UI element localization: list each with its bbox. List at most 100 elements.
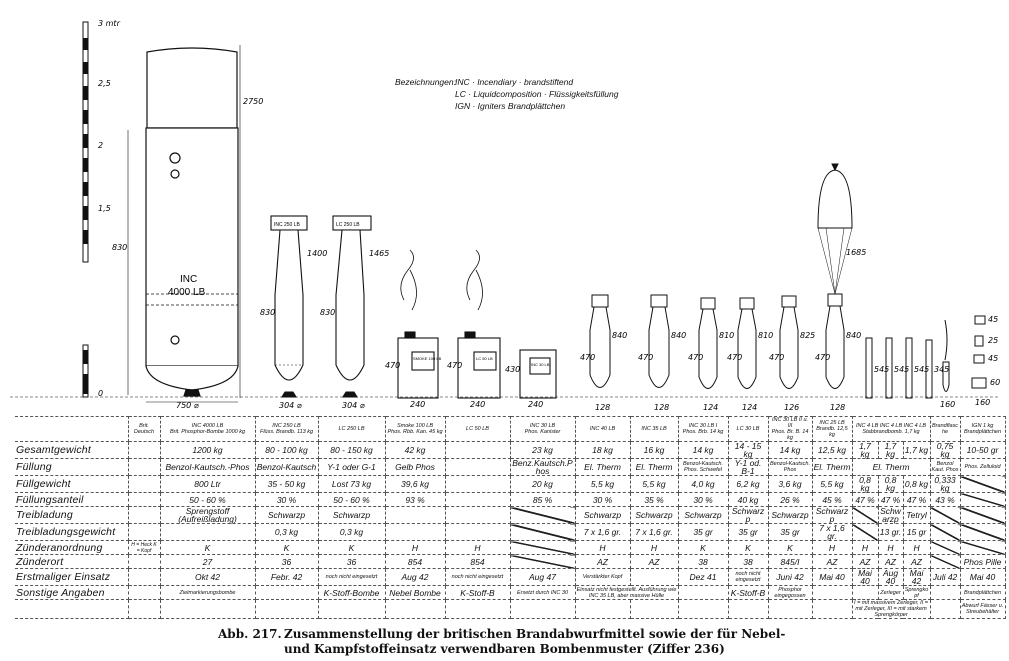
table-cell: [959, 506, 1006, 524]
dim-can2-width: 240: [470, 400, 485, 409]
table-cell: K: [317, 540, 386, 555]
column-header: INC 35 LB: [629, 416, 679, 442]
table-cell: Phosphor eingegossen: [767, 585, 813, 600]
table-cell: Okt 42: [159, 568, 256, 586]
table-cell: Brandplättchen: [959, 585, 1006, 600]
table-cell: H: [629, 540, 679, 555]
column-header: INC 4 LB INC 4 LB INC 4 LB Stabbrandbomb…: [851, 416, 931, 442]
table-cell: 38: [727, 554, 769, 569]
table-cell: Schwarzp: [767, 506, 813, 524]
table-cell: 845/I: [767, 554, 813, 569]
table-cell: 13 gr.: [877, 523, 904, 541]
dim-s6-dia: 128: [830, 403, 845, 412]
brit-label: Brit.: [139, 423, 149, 429]
column-header: Smoke 100 LB Phos. Rbb. Kan. 45 kg: [384, 416, 446, 442]
table-cell: [509, 599, 576, 619]
row-note: [128, 568, 161, 586]
table-cell: Nebel Bombe: [384, 585, 446, 600]
table-cell: 35 gr: [677, 523, 729, 541]
row-note: [128, 506, 161, 524]
table-cell: [384, 506, 446, 524]
row-note: [128, 523, 161, 541]
dim-s5-height: 825: [800, 331, 815, 340]
table-cell: AZ: [629, 554, 679, 569]
dim-s4-lower: 470: [727, 353, 742, 362]
row-label: Zünderort: [15, 554, 129, 569]
legend-item-lc: LC · Liquidcomposition · Flüssigkeitsfül…: [455, 89, 619, 99]
column-header: LC 30 LB: [727, 416, 769, 442]
legend-label: Bezeichnungen:: [395, 77, 456, 87]
dim-s5-dia: 126: [784, 403, 799, 412]
row-note: [128, 599, 161, 619]
scale-tick-0: 0: [98, 389, 103, 398]
column-header: INC 4000 LB Brit. Phosphor-Bombe 1000 kg: [159, 416, 256, 442]
table-cell: [444, 475, 511, 493]
table-cell: [811, 585, 853, 600]
dim-s3-dia: 124: [703, 403, 718, 412]
column-header: INC 25 LB Brandb. 12,5 kg: [811, 416, 853, 442]
tail-label-lc250: LC 250 LB: [336, 222, 360, 228]
column-header: INC 30 LB I Phos. Brb. 14 kg: [677, 416, 729, 442]
caption-line-1: Zusammenstellung der britischen Brandabw…: [284, 627, 786, 641]
row-label: Zünderanordnung: [15, 540, 129, 555]
table-cell: 30 %: [574, 492, 631, 507]
table-cell: K: [254, 540, 319, 555]
table-cell: [444, 458, 511, 476]
dim-lc250-height: 1465: [369, 249, 389, 258]
row-label: [15, 416, 129, 442]
row-note: [128, 441, 161, 459]
table-cell: [444, 523, 511, 541]
table-cell: Einsatz nicht festgestellt. Ausführung w…: [574, 585, 679, 600]
bomb-comparison-drawing: 3 mtr 2,5 2 1,5 0 INC 4000 LB 2750 830 7…: [10, 19, 1000, 412]
table-cell: H: [384, 540, 446, 555]
table-cell: [959, 492, 1006, 507]
table-cell: 4,0 kg: [677, 475, 729, 493]
table-cell: [929, 523, 961, 541]
table-cell: [929, 540, 961, 555]
table-cell: 30 %: [254, 492, 319, 507]
table-cell: El. Therm: [811, 458, 853, 476]
table-cell: [509, 540, 576, 555]
dim-lc250-dia: 304 ⌀: [342, 401, 365, 410]
dim-can1-height: 470: [385, 361, 400, 370]
table-cell: 6,2 kg: [727, 475, 769, 493]
table-cell: Y-1 od. B-1: [727, 458, 769, 476]
table-cell: Mai 40: [851, 568, 879, 586]
table-cell: Benz.Kautsch.Phos: [509, 458, 576, 476]
table-cell: H: [811, 540, 853, 555]
table-cell: 7 x 1,6 gr.: [811, 523, 853, 541]
table-cell: 47 %: [902, 492, 931, 507]
lc-30lb-bomb: [737, 297, 757, 389]
column-header: INC 250 LB Flüss. Brandb. 113 kg: [254, 416, 319, 442]
table-cell: 35 gr: [767, 523, 813, 541]
table-cell: Sprengkopf: [902, 585, 931, 600]
legend-item-inc: INC · Incendiary · brandstiftend: [455, 77, 574, 87]
inc-30lb-i-bomb: [698, 297, 718, 389]
dim-ign-2: 25: [988, 336, 998, 345]
table-cell: 0,8 kg: [851, 475, 879, 493]
table-cell: 14 - 15 kg: [727, 441, 769, 459]
row-label: Erstmaliger Einsatz: [15, 568, 129, 586]
table-cell: [509, 554, 576, 569]
table-cell: 45 %: [811, 492, 853, 507]
table-cell: [851, 523, 879, 541]
table-cell: 0,8 kg: [877, 475, 904, 493]
figure-number: Abb. 217.: [218, 627, 282, 641]
scale-tick-3: 3 mtr: [98, 19, 121, 28]
table-cell: H: [444, 540, 511, 555]
table-cell: K-Stoff-B: [444, 585, 511, 600]
dim-can3-height: 430: [505, 365, 520, 374]
table-cell: 15 gr: [902, 523, 931, 541]
table-cell: Aug 42: [384, 568, 446, 586]
table-cell: Juni 42: [767, 568, 813, 586]
table-cell: [929, 554, 961, 569]
dim-s1-dia: 128: [595, 403, 610, 412]
column-header: IGN 1 kg Brandplättchen: [959, 416, 1006, 442]
row-label: [15, 599, 129, 619]
